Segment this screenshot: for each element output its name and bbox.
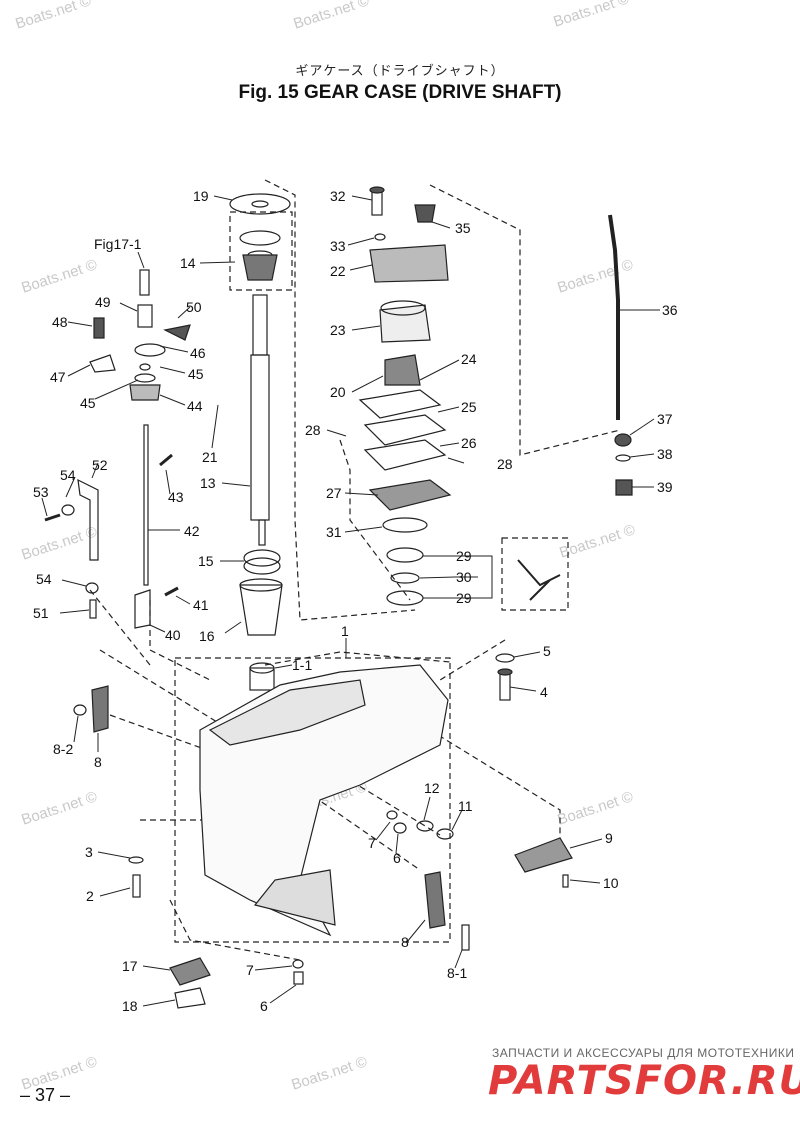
label-8-2: 8-2	[53, 741, 73, 757]
label-1-1: 1-1	[292, 657, 312, 673]
label-15: 15	[198, 553, 214, 569]
label-49: 49	[95, 294, 111, 310]
gear-case-housing	[91, 664, 573, 937]
label-23: 23	[330, 322, 346, 338]
leader-lines	[41, 195, 660, 1007]
part-labels: 19 14 32 35 33 22 Fig17-1 49 50 48 46 47…	[33, 188, 678, 1014]
label-8: 8	[94, 754, 102, 770]
drive-shaft-parts	[229, 186, 633, 636]
label-45: 45	[188, 366, 204, 382]
label-47: 47	[50, 369, 66, 385]
label-54: 54	[60, 467, 76, 483]
label-48: 48	[52, 314, 68, 330]
label-38: 38	[657, 446, 673, 462]
label-52: 52	[92, 457, 108, 473]
label-54: 54	[36, 571, 52, 587]
label-43: 43	[168, 489, 184, 505]
label-24: 24	[461, 351, 477, 367]
label-6: 6	[393, 850, 401, 866]
label-5: 5	[543, 643, 551, 659]
label-28: 28	[305, 422, 321, 438]
label-42: 42	[184, 523, 200, 539]
label-3: 3	[85, 844, 93, 860]
label-32: 32	[330, 188, 346, 204]
label-25: 25	[461, 399, 477, 415]
label-27: 27	[326, 485, 342, 501]
label-13: 13	[200, 475, 216, 491]
label-29: 29	[456, 548, 472, 564]
shift-linkage-parts	[44, 269, 275, 691]
label-45: 45	[80, 395, 96, 411]
page-number: – 37 –	[20, 1085, 71, 1105]
label-2: 2	[86, 888, 94, 904]
label-8-1: 8-1	[447, 965, 467, 981]
label-35: 35	[455, 220, 471, 236]
label-36: 36	[662, 302, 678, 318]
shop-tagline: ЗАПЧАСТИ И АКСЕССУАРЫ ДЛЯ МОТОТЕХНИКИ	[492, 1046, 795, 1060]
label-30: 30	[456, 569, 472, 585]
label-fig17-1: Fig17-1	[94, 236, 142, 252]
label-8: 8	[401, 934, 409, 950]
fastener-parts	[73, 653, 569, 1009]
label-1: 1	[341, 623, 349, 639]
label-6: 6	[260, 998, 268, 1014]
figure-title: Fig. 15 GEAR CASE (DRIVE SHAFT)	[238, 82, 562, 103]
label-41: 41	[193, 597, 209, 613]
label-46: 46	[190, 345, 206, 361]
assembly-guides	[89, 179, 621, 961]
label-11: 11	[458, 798, 473, 814]
label-14: 14	[180, 255, 196, 271]
label-21: 21	[202, 449, 218, 465]
label-20: 20	[330, 384, 346, 400]
label-40: 40	[165, 627, 181, 643]
label-7: 7	[246, 962, 254, 978]
label-26: 26	[461, 435, 477, 451]
label-12: 12	[424, 780, 440, 796]
label-18: 18	[122, 998, 138, 1014]
shop-logo: PARTSFOR.RU	[488, 1058, 800, 1104]
label-50: 50	[186, 299, 202, 315]
label-17: 17	[122, 958, 138, 974]
label-28: 28	[497, 456, 513, 472]
label-31: 31	[326, 524, 342, 540]
label-39: 39	[657, 479, 673, 495]
japanese-title: ギアケース（ドライブシャフト）	[295, 64, 505, 79]
label-53: 53	[33, 484, 49, 500]
label-44: 44	[187, 398, 203, 414]
label-7: 7	[368, 835, 376, 851]
label-37: 37	[657, 411, 673, 427]
label-33: 33	[330, 238, 346, 254]
label-16: 16	[199, 628, 215, 644]
label-9: 9	[605, 830, 613, 846]
label-4: 4	[540, 684, 548, 700]
label-29: 29	[456, 590, 472, 606]
label-19: 19	[193, 188, 209, 204]
label-51: 51	[33, 605, 49, 621]
label-22: 22	[330, 263, 346, 279]
label-10: 10	[603, 875, 619, 891]
